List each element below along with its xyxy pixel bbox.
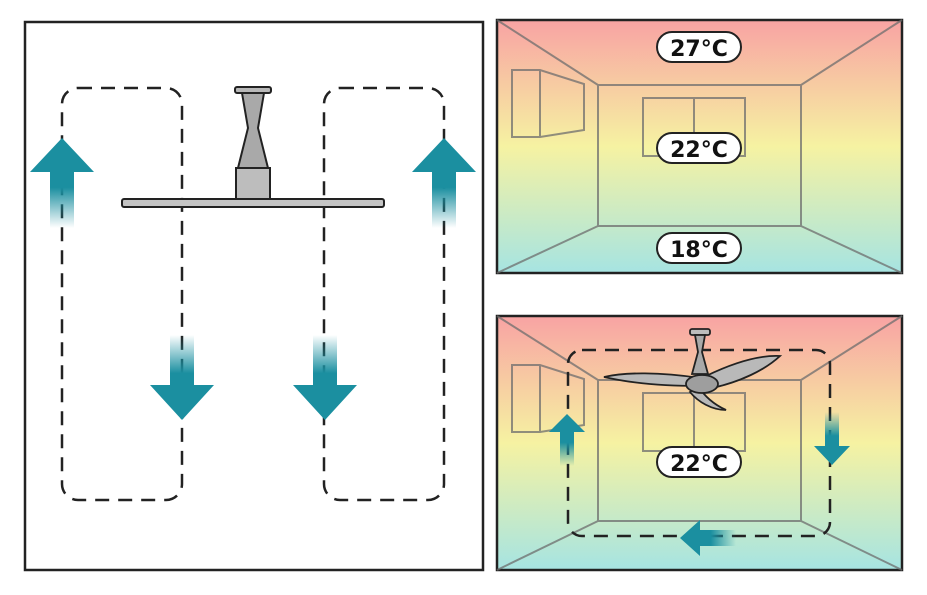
up-arrow-icon [30, 138, 94, 228]
right-airflow-loop [322, 86, 446, 502]
svg-text:22°C: 22°C [670, 452, 728, 477]
left-arrow-icon [680, 520, 736, 556]
middle-temp-badge: 22°C [656, 132, 742, 164]
svg-text:22°C: 22°C [670, 138, 728, 163]
left-panel [23, 20, 485, 572]
ceiling-fan-side-icon [121, 86, 385, 208]
ceiling-fan-icon [603, 328, 783, 411]
svg-text:18°C: 18°C [670, 238, 728, 263]
floor-temp-badge: 18°C [656, 232, 742, 264]
bottom-room-panel: 22°C [495, 314, 904, 572]
up-arrow-icon [412, 138, 476, 228]
left-airflow-loop [60, 86, 184, 502]
ceiling-temp-badge: 27°C [656, 31, 742, 63]
top-room-panel: 27°C 22°C 18°C [495, 18, 904, 275]
svg-text:27°C: 27°C [670, 37, 728, 62]
room-temp-badge: 22°C [656, 446, 742, 478]
down-arrow-icon [293, 335, 357, 420]
down-arrow-icon [150, 335, 214, 420]
down-arrow-icon [814, 412, 850, 465]
up-arrow-icon [549, 414, 585, 466]
